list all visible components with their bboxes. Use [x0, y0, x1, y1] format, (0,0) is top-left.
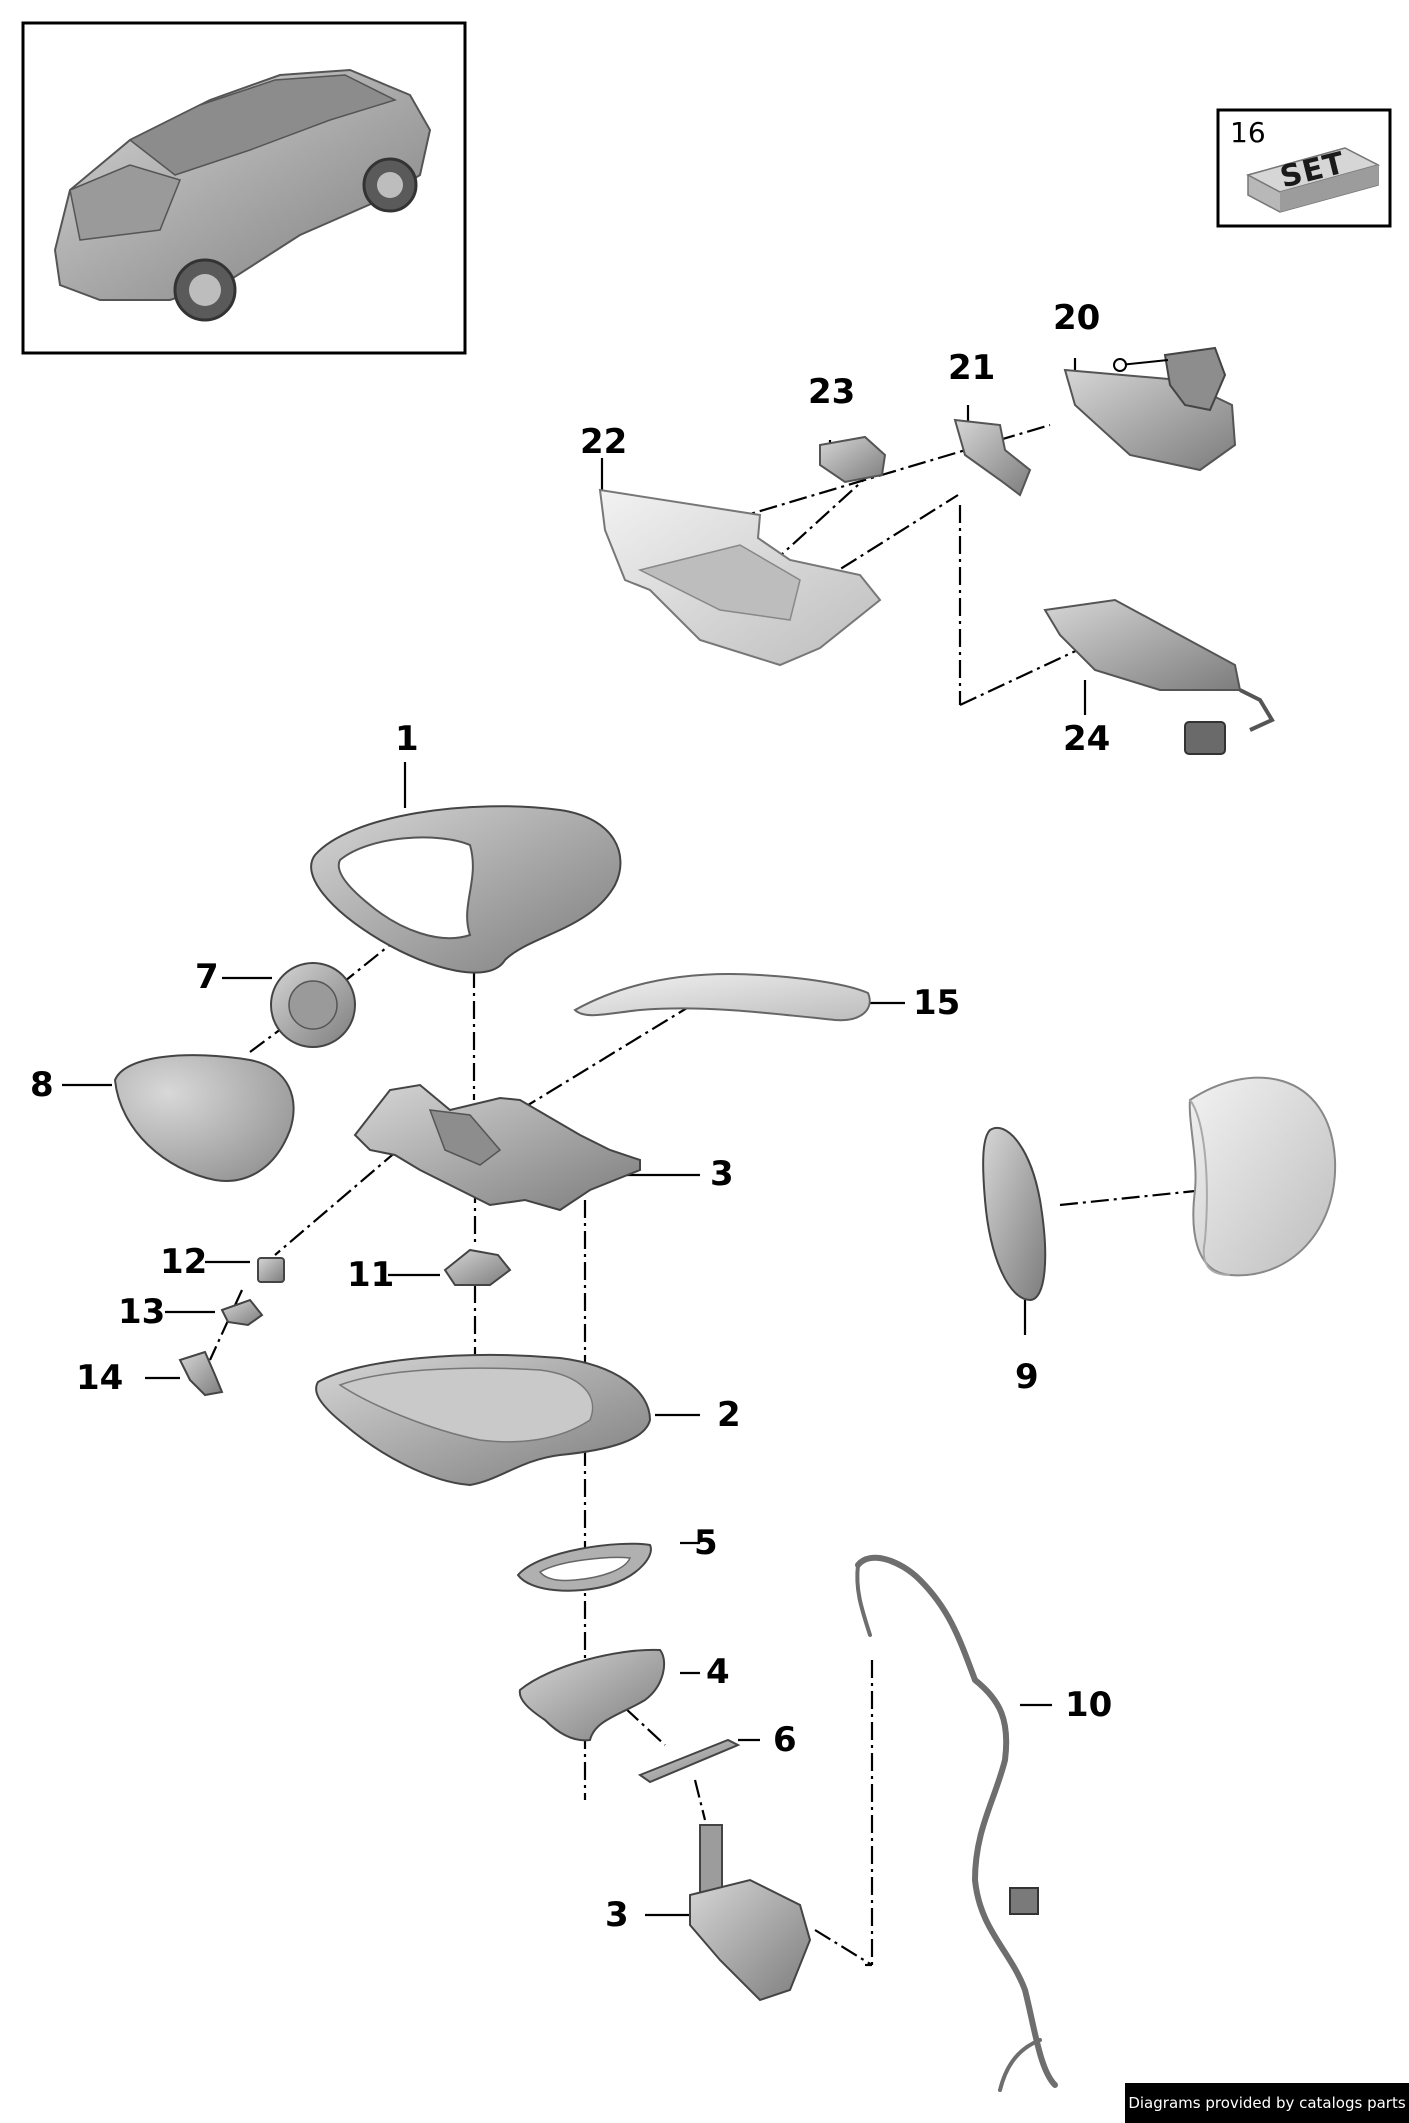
callout-23: 23: [808, 372, 856, 412]
callout-12: 12: [160, 1242, 208, 1282]
part-23-sensor: [819, 435, 887, 484]
callout-13: 13: [118, 1292, 166, 1332]
leader-lines: [208, 423, 1206, 1967]
part-9-mirror-cap: [982, 1076, 1337, 1302]
part-24-sensor-housing: [1043, 598, 1275, 755]
part-13-clip: [220, 1298, 264, 1327]
set-box-number: 16: [1230, 116, 1266, 149]
footer-credit: Diagrams provided by catalogs parts: [1125, 2083, 1409, 2123]
set-box: [1216, 108, 1392, 228]
callout-5: 5: [694, 1523, 718, 1563]
callout-3-lower: 3: [605, 1895, 629, 1935]
callout-24: 24: [1063, 719, 1111, 759]
part-6-light-strip: [637, 1738, 741, 1784]
callout-11: 11: [347, 1255, 395, 1295]
callout-10: 10: [1065, 1685, 1113, 1725]
part-4-cover: [518, 1648, 666, 1742]
callout-2: 2: [717, 1395, 741, 1435]
callout-9: 9: [1015, 1357, 1039, 1397]
part-8-mirror-glass: [113, 1054, 295, 1182]
callout-20: 20: [1053, 298, 1101, 338]
callout-22: 22: [580, 422, 628, 462]
part-3-mirror-base-upper: [353, 1083, 641, 1212]
part-14-bracket: [178, 1350, 224, 1397]
part-20-interior-mirror: [1063, 346, 1237, 472]
callout-4: 4: [706, 1652, 730, 1692]
part-10-wiring-harness: [855, 1554, 1058, 2092]
callout-14: 14: [76, 1358, 124, 1398]
callout-6: 6: [773, 1720, 797, 1760]
callout-7: 7: [195, 957, 219, 997]
part-1-mirror-frame: [310, 805, 622, 974]
part-15-turn-signal: [573, 973, 871, 1022]
callout-1: 1: [395, 719, 419, 759]
callout-8: 8: [30, 1065, 54, 1105]
vehicle-thumbnail: [21, 21, 467, 355]
part-3-mirror-base-lower: [689, 1824, 812, 2002]
callout-3-upper: 3: [710, 1154, 734, 1194]
part-7-actuator: [270, 962, 356, 1048]
callout-21: 21: [948, 348, 996, 388]
part-21-bracket: [953, 418, 1032, 497]
part-12-clip: [257, 1257, 285, 1283]
part-2-lower-housing: [315, 1354, 652, 1487]
callout-15: 15: [913, 983, 961, 1023]
part-11-puddle-lamp: [443, 1248, 512, 1286]
